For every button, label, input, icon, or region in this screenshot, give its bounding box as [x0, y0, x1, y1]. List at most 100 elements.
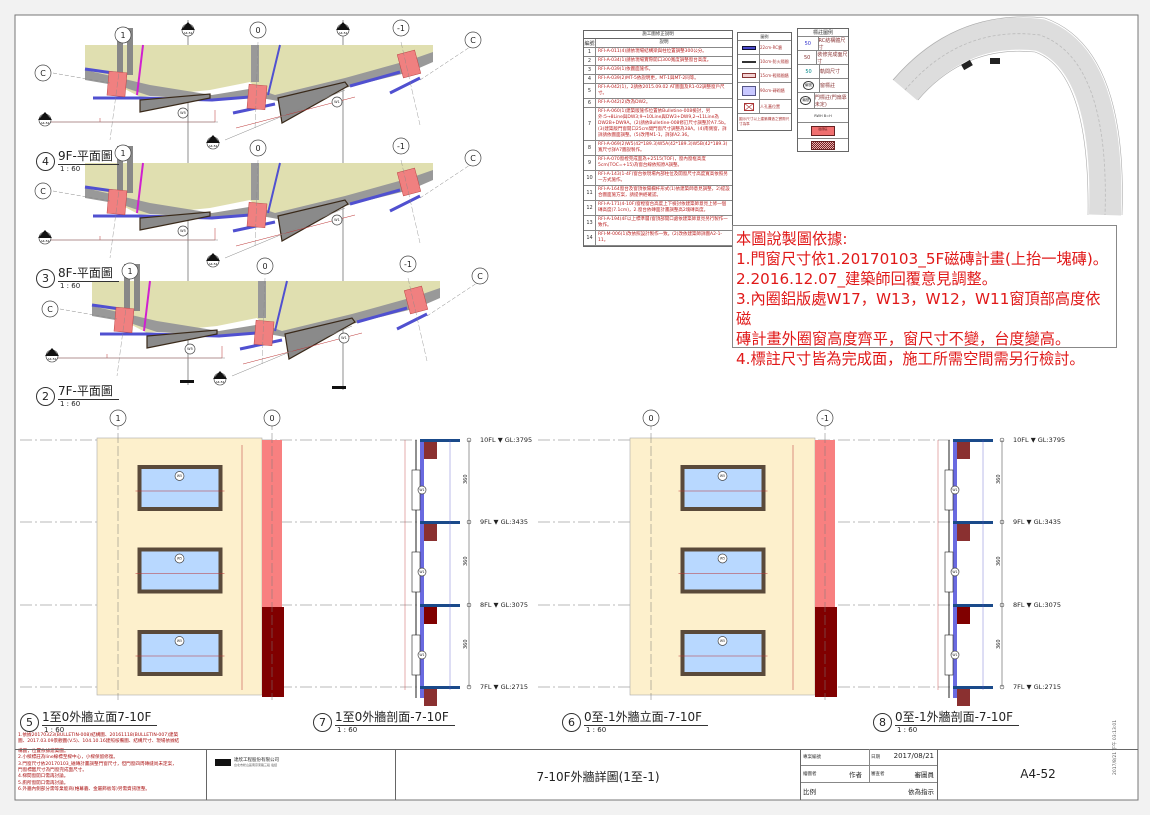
grid-bubble-c: C [464, 149, 482, 167]
window-tag-w1-label: W1 [952, 488, 957, 492]
plan-scale: 1 : 60 [60, 282, 81, 290]
grid-bubble-c-label: C [40, 69, 46, 78]
window-tag-label: W5 [177, 639, 182, 643]
column-box [253, 319, 275, 347]
grid-bubble-1: 1 [114, 26, 132, 44]
symbol-legend: 圖例 22cm-RC牆 10cm-防火隔間 15cm-輕隔間牆 90cm-磚砌牆… [737, 32, 792, 131]
window-tag-w1-label: W1 [334, 218, 340, 222]
section-marker-icon: A4-52 [38, 112, 52, 127]
dim-grid-icon: 50 [798, 65, 820, 78]
window-tag: W5 [717, 553, 728, 564]
plan-scale: 1 : 60 [60, 165, 81, 173]
grid-bubble-c: C [464, 31, 482, 49]
project-no-label: 專案編號 [803, 755, 821, 760]
window-tag: W5 [717, 636, 728, 646]
level-label: 9FL ▼ GL:3435 [480, 518, 528, 526]
legend-footer: 圖示尺寸以上建築構造之實際尺寸為準 [739, 117, 790, 126]
revision-no: 1 [584, 48, 596, 56]
grid-bubble-c-label: C [40, 187, 46, 196]
section-ref: A4-52 [339, 31, 348, 35]
level-label: 10FL ▼ GL:3795 [1013, 436, 1065, 444]
title-block [15, 749, 1138, 800]
revision-no: 3 [584, 66, 596, 74]
symbol-legend-title: 圖例 [738, 33, 791, 41]
legend-item: 人孔蓋位置 [760, 103, 780, 109]
window-tag-label: W5 [177, 474, 182, 478]
general-note-line: 3.門窗尺寸依20170103_磁磚計畫調整門窗尺寸，但門窗四周磚縫尚未定案， [18, 761, 177, 767]
grid-bubble-1-label: 1 [127, 267, 132, 276]
beam [424, 607, 437, 624]
legend-item: 15cm-輕隔間牆 [760, 72, 789, 78]
elev-scale: 1 : 60 [586, 726, 607, 734]
section-marker-icon: A4-52 [181, 22, 195, 37]
revision-no: 14 [584, 231, 596, 245]
window-tag-w1: W1 [338, 332, 350, 344]
section-dim: 360 [996, 556, 1002, 566]
elev-number: 8 [873, 713, 892, 732]
window-tag-w1: W1 [950, 485, 960, 495]
company-sub: 台北市松山區南京東路三段 電話 [234, 763, 277, 767]
grid-bubble-1-label: 1 [120, 31, 125, 40]
general-note-line: 圖、2017.03.09景觀圖(V.5)、104.10.16建照核備圖、結構尺寸… [18, 739, 180, 745]
grid-bubble-1: 1 [114, 144, 132, 162]
design-note-line: 磚計畫外圈窗高度齊平，窗尺寸不變，台度變高。 [736, 330, 1071, 348]
elev-scale: 1 : 60 [337, 726, 358, 734]
column-box [396, 49, 422, 79]
revision-table-title: 施工圖修正說明 [584, 31, 732, 39]
revision-desc: RFI-A-042(2)改為DW2。 [598, 100, 651, 105]
revision-desc: RFI-A-194(4F以上標準層)窗頂部開口處依建築師意見另行製作一致作。 [598, 217, 728, 228]
tile-column [815, 440, 835, 607]
drawn-label: 繪圖者 [803, 772, 817, 777]
design-note: 本圖說製圖依據: 1.門窗尺寸依1.20170103_5F磁磚計畫(上抬一塊磚)… [732, 225, 1117, 368]
design-note-heading: 本圖說製圖依據: [736, 230, 848, 248]
grid-bubble-m1-label: -1 [397, 24, 405, 33]
revision-no: 6 [584, 99, 596, 107]
window-tag-w1: W1 [950, 650, 960, 660]
drawing-title: 7-10F外牆詳圖(1至-1) [536, 770, 660, 784]
window-tag-icon: 編號 [803, 81, 814, 90]
column-box [246, 201, 268, 229]
grid-bubble-0: 0 [249, 139, 267, 157]
hatch-swatch [811, 140, 835, 150]
elev-number: 6 [562, 713, 581, 732]
elev-name: 0至-1外牆剖面-7-10F [895, 708, 1020, 726]
revision-no: 7 [584, 108, 596, 140]
company-cell: 達欣工程股份有限公司台北市松山區南京東路三段 電話 [206, 749, 396, 800]
window-tag-label: W5 [177, 557, 182, 561]
revision-no: 5 [584, 84, 596, 98]
legend-item: 22cm-RC牆 [760, 44, 783, 50]
grid-bubble-m1: -1 [392, 19, 410, 37]
revision-desc: RFI-A-060(1)建築版施作位置依Bulletine-008檢討，另外:5… [598, 109, 729, 138]
beam [957, 689, 970, 706]
grid-bubble-label: 0 [648, 414, 653, 423]
level-label: 8FL ▼ GL:3075 [480, 601, 528, 609]
revision-desc: RFI-M-006(1)改依照設計製作一致。(2)改依建築師詳圖A2-1-11。 [598, 232, 723, 243]
grid-bubble: 0 [263, 409, 281, 427]
grid-bubble-c: C [34, 182, 52, 200]
window-tag-label: W5 [720, 557, 725, 561]
mark-item: 窗標註 [820, 83, 836, 89]
grid-bubble-0: 0 [256, 257, 274, 275]
section-dim: 360 [463, 556, 469, 566]
window-tag-label: W5 [720, 474, 725, 478]
tile-column-dark [262, 607, 284, 697]
general-note-line: 5.廁所窗開口需再討論。 [18, 780, 69, 786]
design-note-line: 3.內圈鋁版處W17，W13，W12，W11窗頂部高度依磁 [736, 290, 1101, 328]
plan-name: 8F-平面圖 [58, 264, 119, 282]
elev-number: 5 [20, 713, 39, 732]
elev-scale: 1 : 60 [44, 726, 65, 734]
checked-label: 審查者 [871, 772, 885, 777]
design-note-line: 1.門窗尺寸依1.20170103_5F磁磚計畫(上抬一塊磚)。 [736, 250, 1108, 268]
section-ref: A4-52 [184, 31, 193, 35]
revision-desc: RFI-A-070窗樘完成面為+2515(TOF)，窗內窗框高度5cm(TOC=… [598, 157, 706, 168]
beam [957, 524, 970, 541]
section-dim: 360 [463, 639, 469, 649]
